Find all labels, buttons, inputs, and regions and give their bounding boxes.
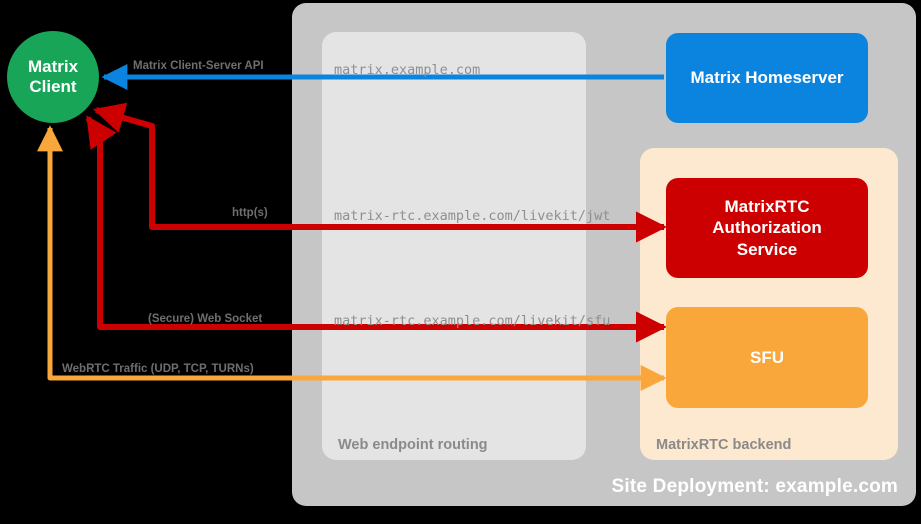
site-deployment-label: Site Deployment: example.com	[611, 476, 898, 497]
edge-label-web-socket: (Secure) Web Socket	[148, 313, 263, 325]
node-auth-service-line2: Authorization	[712, 218, 822, 238]
node-matrix-client-line1: Matrix	[27, 57, 79, 77]
edge-endpoint-livekit-jwt: matrix-rtc.example.com/livekit/jwt	[334, 208, 611, 224]
node-matrix-homeserver[interactable]: Matrix Homeserver	[666, 33, 868, 123]
node-matrix-client[interactable]: Matrix Client	[7, 31, 99, 123]
node-auth-service-line3: Service	[736, 239, 798, 259]
node-sfu[interactable]: SFU	[666, 307, 868, 408]
edge-label-client-server-api: Matrix Client-Server API	[133, 60, 264, 72]
web-endpoint-routing-label: Web endpoint routing	[338, 437, 488, 453]
edge-label-https: http(s)	[232, 207, 268, 219]
node-matrix-homeserver-label: Matrix Homeserver	[690, 68, 844, 87]
node-sfu-label: SFU	[750, 347, 784, 367]
node-matrix-client-line2: Client	[29, 77, 77, 96]
edge-endpoint-livekit-sfu: matrix-rtc.example.com/livekit/sfu	[334, 313, 611, 329]
web-endpoint-routing-container	[322, 32, 586, 460]
edge-endpoint-matrix-example-com: matrix.example.com	[334, 62, 481, 78]
node-matrixrtc-authorization-service[interactable]: MatrixRTC Authorization Service	[666, 178, 868, 278]
edge-label-webrtc-traffic: WebRTC Traffic (UDP, TCP, TURNs)	[62, 363, 254, 375]
matrixrtc-backend-label: MatrixRTC backend	[656, 437, 792, 453]
node-auth-service-line1: MatrixRTC	[724, 197, 810, 217]
